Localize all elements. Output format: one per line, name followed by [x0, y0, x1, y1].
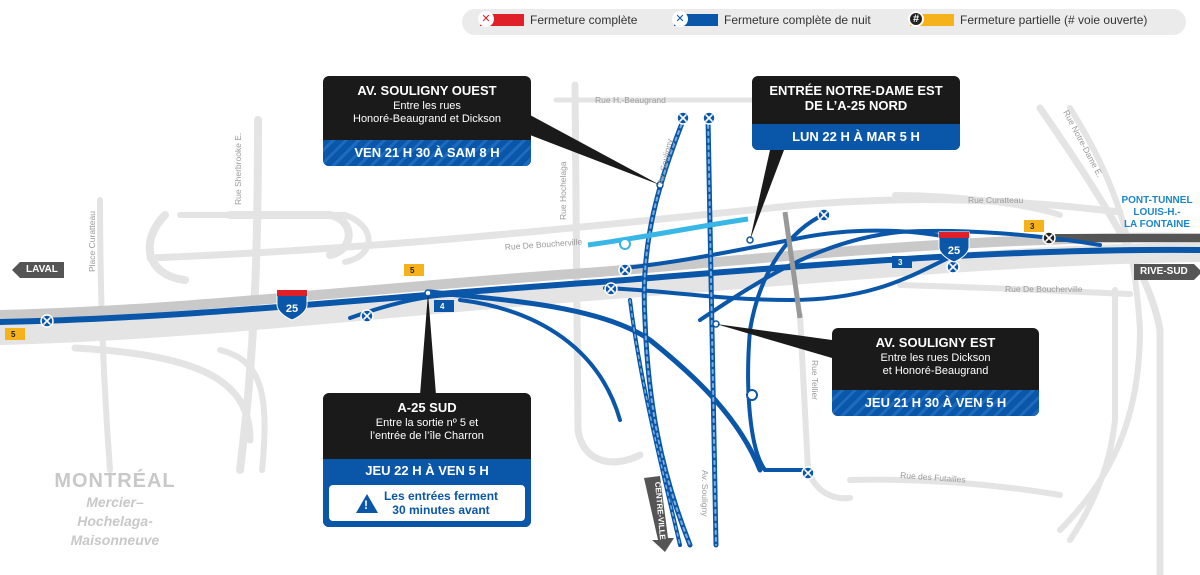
legend-item-partial: # Fermeture partielle (# voie ouverte): [908, 11, 1148, 27]
callout-time: JEU 21 H 30 À VEN 5 H: [832, 390, 1039, 416]
street-place-curatteau: Place Curatteau: [87, 211, 97, 272]
legend: ✕ Fermeture complète ✕ Fermeture complèt…: [462, 9, 1186, 35]
city-label: MONTRÉAL Mercier– Hochelaga- Maisonneuve: [50, 470, 180, 550]
pont-tunnel-label: PONT-TUNNEL LOUIS-H.- LA FONTAINE: [1116, 195, 1198, 231]
street-h-beaugrand: Rue H.-Beaugrand: [595, 95, 666, 105]
callout-title: AV. SOULIGNY OUEST: [357, 83, 497, 98]
shield-number-west: 25: [286, 303, 298, 315]
legend-swatch-red: ✕: [478, 11, 524, 27]
callout-title: AV. SOULIGNY EST: [875, 335, 996, 350]
borough-line3: Maisonneuve: [70, 532, 160, 548]
callout-pointers: [420, 115, 832, 395]
street-curatteau: Rue Curatteau: [968, 195, 1024, 205]
cyan-ramp: [587, 216, 749, 248]
street-souligny-south: Av. Souligny: [700, 470, 710, 517]
callout-subtitle: et Honoré-Beaugrand: [882, 365, 989, 377]
borough-line2: Hochelaga-: [77, 513, 153, 529]
callout-time: VEN 21 H 30 À SAM 8 H: [323, 140, 531, 166]
callout-title: ENTRÉE NOTRE-DAME EST: [769, 83, 943, 98]
highway-shield-icon: 25 25: [276, 231, 970, 321]
callout-subtitle: Entre la sortie nº 5 et: [375, 417, 479, 429]
shield-number-east: 25: [948, 245, 960, 257]
direction-laval: LAVAL: [12, 262, 64, 278]
callout-title-line2: DE L’A-25 NORD: [804, 98, 908, 113]
warning-icon: !: [355, 493, 378, 513]
night-closures: [0, 212, 1200, 473]
callout-title: A-25 SUD: [397, 400, 457, 415]
pont-line2: LOUIS-H.-: [1133, 207, 1181, 218]
street-de-boucherville-east: Rue De Boucherville: [1005, 284, 1083, 294]
city-name: MONTRÉAL: [54, 470, 176, 492]
street-futailles: Rue des Futailles: [900, 470, 966, 485]
callout-subtitle: l’entrée de l’île Charron: [370, 430, 484, 442]
callout-subtitle: Entre les rues Dickson: [880, 352, 991, 364]
callout-time: LUN 22 H À MAR 5 H: [752, 124, 960, 150]
street-tellier: Rue Tellier: [810, 360, 820, 400]
grey-highway: [0, 232, 1200, 320]
legend-label: Fermeture partielle (# voie ouverte): [960, 13, 1148, 27]
lane-badge-5-mid: 5: [410, 266, 415, 275]
borough-line1: Mercier–: [86, 494, 144, 510]
callout-souligny-ouest: AV. SOULIGNY OUEST Entre les rues Honoré…: [323, 76, 531, 166]
hatched-closures: [628, 115, 719, 548]
callout-time: JEU 22 H À VEN 5 H: [365, 463, 489, 478]
close-icon: ✕: [672, 11, 688, 27]
legend-item-night: ✕ Fermeture complète de nuit: [672, 11, 871, 27]
pont-line3: LA FONTAINE: [1123, 219, 1191, 230]
note-line2: 30 minutes avant: [392, 503, 490, 517]
lane-badge-4: 4: [440, 302, 445, 311]
legend-item-full: ✕ Fermeture complète: [478, 11, 638, 27]
street-de-boucherville-west: Rue De Boucherville: [504, 237, 582, 252]
pont-line1: PONT-TUNNEL: [1121, 195, 1193, 206]
direction-rive-sud: RIVE-SUD: [1134, 264, 1200, 280]
street-souligny-north: Av. Souligny: [655, 137, 675, 185]
legend-swatch-blue: ✕: [672, 11, 718, 27]
centre-ville-arrow: CENTRE-VILLE: [644, 476, 674, 552]
street-network: [0, 81, 1200, 575]
lane-badge-5-left: 5: [11, 330, 16, 339]
note-line1: Les entrées ferment: [383, 489, 499, 503]
callout-subtitle: Honoré-Beaugrand et Dickson: [353, 113, 501, 125]
lane-badge-3-right: 3: [1030, 222, 1035, 231]
legend-label: Fermeture complète de nuit: [724, 13, 871, 27]
close-icon: ✕: [478, 11, 494, 27]
callout-warning-note: ! Les entrées ferment 30 minutes avant: [329, 485, 525, 521]
legend-swatch-yellow: #: [908, 11, 954, 27]
callout-subtitle: Entre les rues: [393, 100, 461, 112]
callout-souligny-est: AV. SOULIGNY EST Entre les rues Dickson …: [832, 328, 1039, 416]
overpass: [782, 211, 803, 319]
street-hochelaga: Rue Hochelaga: [558, 161, 568, 220]
hash-icon: #: [908, 11, 924, 27]
callout-a25-sud: A-25 SUD Entre la sortie nº 5 et l’entré…: [323, 393, 531, 527]
closure-markers: [40, 111, 1056, 480]
lane-badge-3: 3: [898, 258, 903, 267]
street-sherbrooke: Rue Sherbrooke E.: [233, 133, 243, 205]
callout-notre-dame: ENTRÉE NOTRE-DAME EST DE L’A-25 NORD LUN…: [752, 76, 960, 150]
legend-label: Fermeture complète: [530, 13, 638, 27]
lane-badges: 5 5 4 3 3: [5, 220, 1044, 340]
callout-time-panel: JEU 22 H À VEN 5 H ! Les entrées ferment…: [323, 459, 531, 527]
